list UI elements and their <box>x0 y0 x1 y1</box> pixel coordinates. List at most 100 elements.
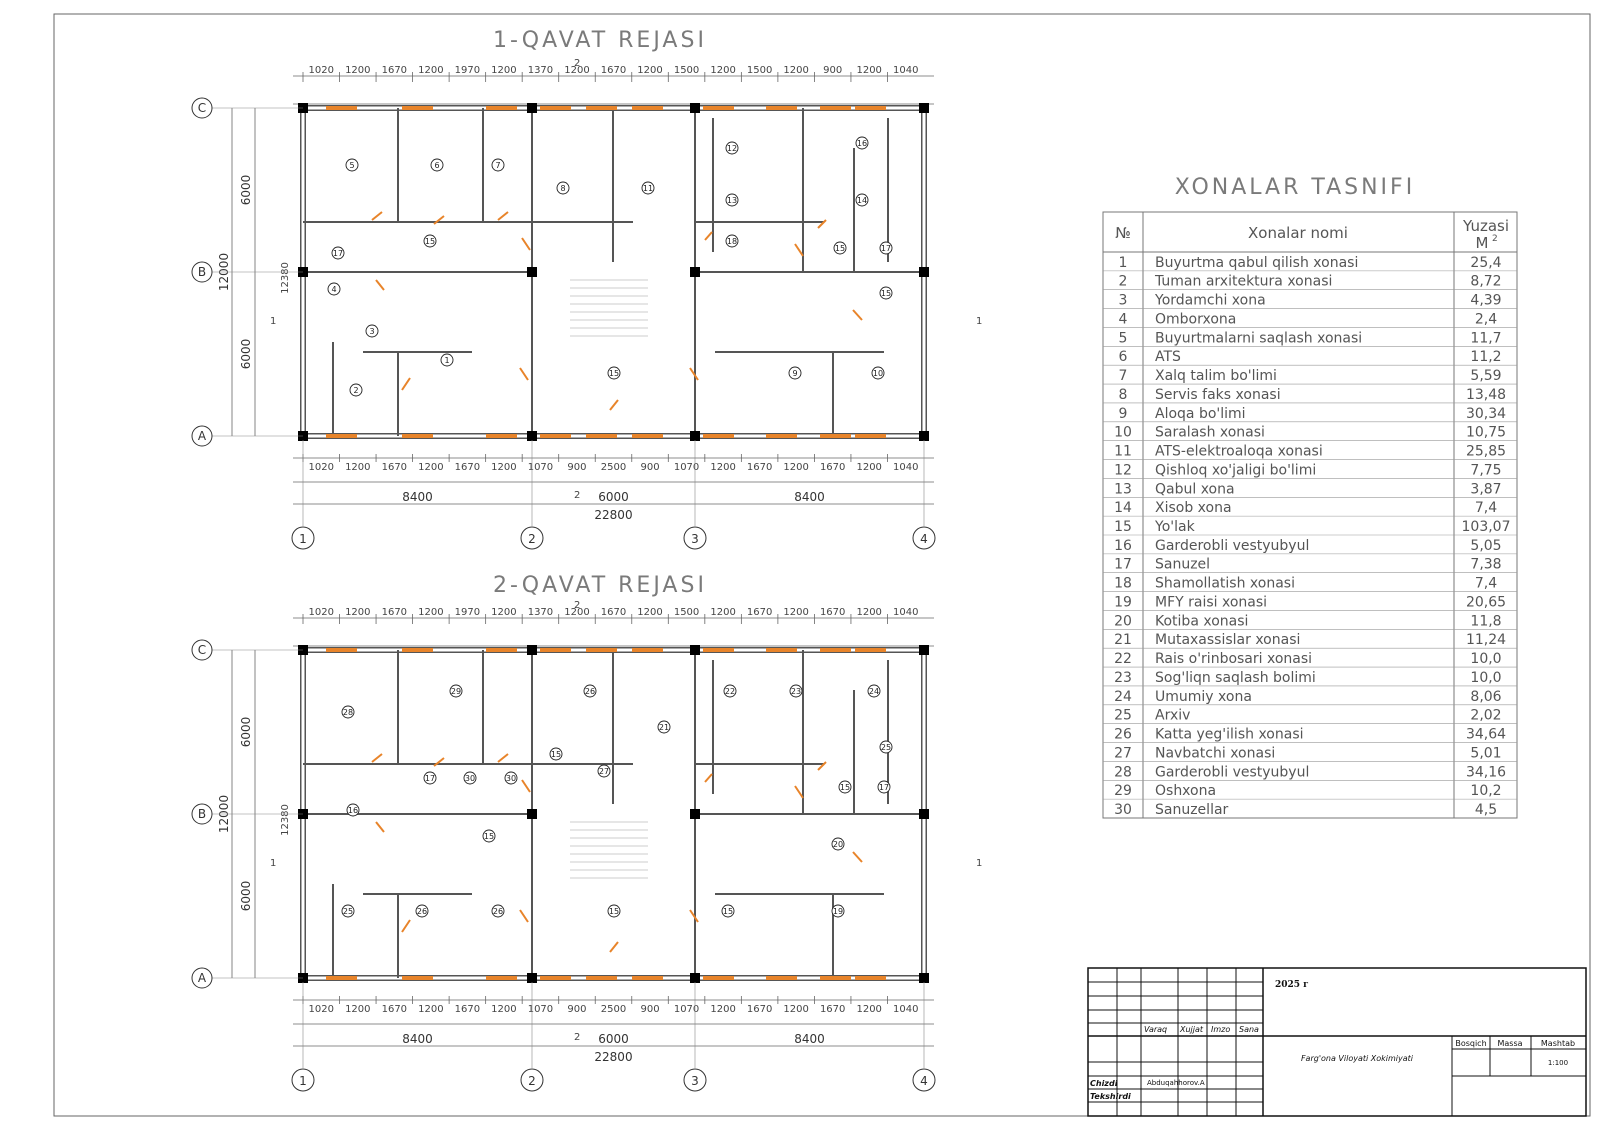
grid-axis-bubble <box>912 526 936 550</box>
room-number: 15 <box>723 907 733 916</box>
window <box>855 106 886 110</box>
room-number: 15 <box>609 907 619 916</box>
dimension-label: 1200 <box>710 462 735 473</box>
window <box>402 106 433 110</box>
room-marker <box>867 684 881 698</box>
window <box>632 106 663 110</box>
door-swing <box>704 231 713 241</box>
room-number: 21 <box>659 723 669 732</box>
table-cell-area: 7,38 <box>1470 557 1501 573</box>
grid-axis-bubble <box>191 261 213 283</box>
grid-axis-bubble <box>683 526 707 550</box>
room-number: 30 <box>465 774 475 783</box>
table-cell-area: 8,06 <box>1470 689 1501 705</box>
table-cell-name: Yo'lak <box>1154 519 1196 535</box>
room-number: 15 <box>835 244 845 253</box>
table-cell-area: 7,4 <box>1475 576 1497 592</box>
grid-axis-bubble <box>520 1068 544 1092</box>
room-number: 15 <box>425 237 435 246</box>
room-number: 20 <box>833 840 843 849</box>
table-cell-area: 103,07 <box>1462 519 1511 535</box>
window <box>486 434 517 438</box>
room-marker <box>871 366 885 380</box>
table-cell-number: 8 <box>1119 387 1128 403</box>
dimension-label: 1970 <box>455 65 480 76</box>
tb-year: 2025 г <box>1275 980 1309 990</box>
grid-axis-bubble <box>291 526 315 550</box>
left-dimension: 6000 <box>239 717 253 748</box>
grid-axis-label: 2 <box>528 1074 536 1088</box>
room-marker <box>597 764 611 778</box>
dimension-label: 1670 <box>820 607 845 618</box>
table-cell-name: Buyurtma qabul qilish xonasi <box>1155 255 1358 271</box>
dimension-label: 1020 <box>309 607 334 618</box>
dimension-label: 1070 <box>674 462 699 473</box>
room-number: 9 <box>792 369 797 378</box>
room-number: 16 <box>857 139 867 148</box>
dimension-label: 1200 <box>637 607 662 618</box>
room-marker <box>723 684 737 698</box>
room-number: 30 <box>506 774 516 783</box>
dimension-label: 1200 <box>710 65 735 76</box>
plan-title: 1-QAVAT REJASI <box>493 28 707 53</box>
table-cell-area: 2,02 <box>1470 708 1501 724</box>
room-marker <box>877 780 891 794</box>
grid-axis-label: 3 <box>691 532 699 546</box>
table-cell-area: 30,34 <box>1466 406 1506 422</box>
staircase <box>570 279 648 337</box>
door-swing <box>521 779 531 793</box>
table-cell-number: 25 <box>1114 708 1132 724</box>
room-number: 13 <box>727 196 737 205</box>
table-cell-name: Yordamchi xona <box>1154 293 1266 309</box>
window <box>586 648 617 652</box>
door-swing <box>817 219 827 229</box>
table-cell-number: 26 <box>1114 727 1132 743</box>
room-marker <box>346 803 360 817</box>
table-cell-name: Qabul xona <box>1155 481 1235 497</box>
door-swing <box>497 211 509 221</box>
window <box>586 106 617 110</box>
table-cell-area: 4,5 <box>1475 802 1497 818</box>
dimension-label: 1670 <box>382 462 407 473</box>
dimension-label: 1200 <box>491 1004 516 1015</box>
left-dimension: 6000 <box>239 881 253 912</box>
dimension-label: 1070 <box>528 1004 553 1015</box>
room-marker <box>430 158 444 172</box>
tb-massa: Massa <box>1497 1039 1522 1048</box>
room-marker <box>838 780 852 794</box>
dimension-label: 1070 <box>528 462 553 473</box>
room-number: 14 <box>857 196 867 205</box>
room-number: 17 <box>425 774 435 783</box>
door-swing <box>401 377 411 391</box>
window <box>586 434 617 438</box>
table-cell-name: Xalq talim bo'limi <box>1155 368 1277 384</box>
dimension-label: 2500 <box>601 462 626 473</box>
dimension-label: 1200 <box>783 607 808 618</box>
table-cell-name: Shamollatish xonasi <box>1155 576 1295 592</box>
section-mark-right: 1 <box>976 858 982 869</box>
table-cell-name: Katta yeg'ilish xonasi <box>1155 727 1304 743</box>
table-cell-name: Sanuzellar <box>1155 802 1229 818</box>
dimension-label: 1370 <box>528 65 553 76</box>
table-cell-area: 5,01 <box>1470 745 1501 761</box>
window <box>766 434 797 438</box>
window <box>820 648 851 652</box>
table-cell-number: 14 <box>1114 500 1132 516</box>
dimension-label: 900 <box>567 1004 586 1015</box>
table-cell-area: 11,8 <box>1470 613 1501 629</box>
room-marker <box>725 141 739 155</box>
table-cell-name: Sog'liqn saqlash bolimi <box>1155 670 1316 686</box>
side-dimension: 12380 <box>280 262 291 294</box>
plan-title: 2-QAVAT REJASI <box>493 573 707 598</box>
grid-axis-label: A <box>198 429 207 443</box>
table-cell-area: 34,64 <box>1466 727 1506 743</box>
table-cell-number: 10 <box>1114 425 1132 441</box>
room-number: 11 <box>643 184 653 193</box>
table-cell-area: 25,85 <box>1466 444 1506 460</box>
door-swing <box>519 909 529 923</box>
window <box>632 976 663 980</box>
room-number: 6 <box>434 161 439 170</box>
window <box>540 106 571 110</box>
window <box>855 976 886 980</box>
window <box>703 648 734 652</box>
